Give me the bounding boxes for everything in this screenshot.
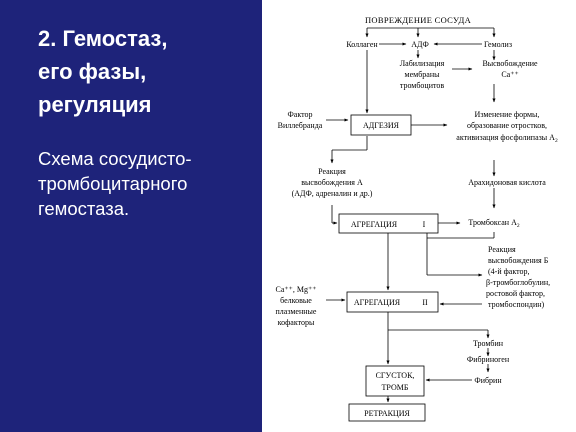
clot-line-1: СГУСТОК,	[376, 371, 415, 380]
release-b-line-6: тромбоспондин)	[488, 300, 545, 309]
aggregation-2-label: АГРЕГАЦИЯ	[354, 298, 401, 307]
aggregation-2-numeral: II	[422, 298, 428, 307]
slide-title: 2. Гемостаз, его фазы, регуляция	[38, 26, 168, 117]
fibrinogen-label: Фибриноген	[467, 355, 510, 364]
clot-line-2: ТРОМБ	[382, 383, 409, 392]
cofactors-line-1: Ca⁺⁺, Mg⁺⁺	[276, 285, 317, 294]
cofactors-line-4: кофакторы	[278, 318, 315, 327]
calcium-release-line-2: Ca⁺⁺	[501, 70, 518, 79]
cofactors-line-2: белковые	[280, 296, 312, 305]
cofactors-line-3: плазменные	[276, 307, 317, 316]
diagram-panel: ПОВРЕЖДЕНИЕ СОСУДА Коллаген АДФ Гемолиз …	[262, 0, 576, 432]
title-panel: 2. Гемостаз, его фазы, регуляция Схема с…	[0, 0, 262, 432]
retraction-box	[348, 403, 426, 422]
aggregation-1-numeral: I	[423, 220, 426, 229]
retraction-label: РЕТРАКЦИЯ	[364, 409, 410, 418]
aggregation-1-label: АГРЕГАЦИЯ	[351, 220, 398, 229]
aggregation-2-box	[346, 291, 439, 313]
clot-box	[365, 365, 425, 397]
labilization-line-1: Лабилизация	[400, 59, 445, 68]
arachidonic-acid-label: Арахидоновая кислота	[468, 178, 546, 187]
release-b-line-1: Реакция	[488, 245, 516, 254]
slide-subtitle: Схема сосудисто- тромбоцитарного гемоста…	[38, 148, 192, 219]
shape-change-line-2: образование отростков,	[467, 121, 547, 130]
release-b-line-4: β-тромбоглобулин,	[486, 278, 550, 287]
collagen-label: Коллаген	[346, 40, 378, 49]
fibrin-label: Фибрин	[474, 376, 502, 385]
labilization-line-2: мембраны	[405, 70, 441, 79]
aggregation-1-box	[338, 213, 439, 234]
adp-label: АДФ	[411, 40, 429, 49]
calcium-release-line-1: Высвобождение	[482, 59, 538, 68]
hemostasis-diagram: ПОВРЕЖДЕНИЕ СОСУДА Коллаген АДФ Гемолиз …	[276, 15, 558, 422]
shape-change-line-1: Изменение формы,	[475, 110, 540, 119]
vwf-line-2: Виллебранда	[278, 121, 323, 130]
release-b-line-3: (4-й фактор,	[488, 267, 530, 276]
damage-label: ПОВРЕЖДЕНИЕ СОСУДА	[365, 15, 472, 25]
release-a-line-3: (АДФ, адреналин и др.)	[292, 189, 373, 198]
adhesion-label: АДГЕЗИЯ	[363, 121, 400, 130]
shape-change-line-3: активизация фосфолипазы А2	[456, 133, 558, 144]
thrombin-label: Тромбин	[473, 339, 504, 348]
release-b-line-2: высвобождения Б	[488, 256, 549, 265]
labilization-line-3: тромбоцитов	[400, 81, 445, 90]
release-a-line-1: Реакция	[318, 167, 346, 176]
thromboxane-label: Тромбоксан А2	[468, 218, 520, 229]
vwf-line-1: Фактор	[287, 110, 312, 119]
release-a-line-2: высвобождения А	[301, 178, 363, 187]
hemolysis-label: Гемолиз	[484, 40, 512, 49]
release-b-line-5: ростовой фактор,	[486, 289, 545, 298]
